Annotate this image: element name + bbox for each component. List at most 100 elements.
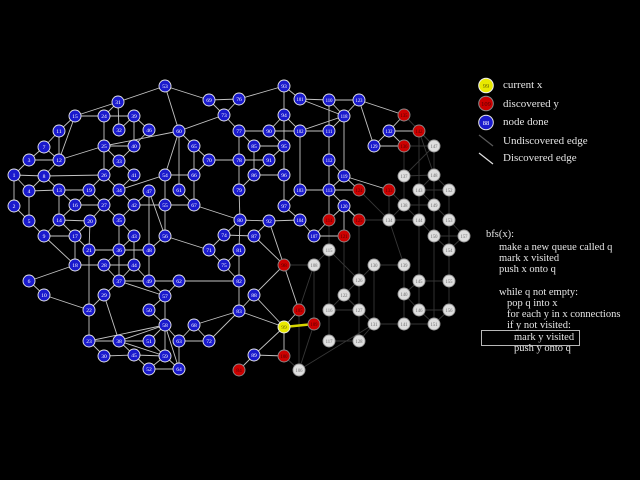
graph-node-undiscovered [442, 243, 456, 257]
svg-text:99: 99 [483, 83, 490, 90]
graph-node-done [187, 318, 201, 332]
discovered-edge-icon [478, 152, 494, 164]
graph-node-label: 138 [400, 204, 408, 209]
graph-node-done [7, 168, 21, 182]
graph-node-label: 155 [445, 280, 453, 285]
graph-node-undiscovered [382, 213, 396, 227]
graph-node-label: 55 [162, 203, 168, 209]
graph-node-label: 151 [430, 323, 438, 328]
graph-node-label: 4 [28, 189, 31, 195]
graph-node-done [22, 184, 36, 198]
graph-node-undiscovered [457, 229, 471, 243]
graph-node-undiscovered [412, 274, 426, 288]
graph-node-label: 59 [162, 354, 168, 360]
graph-node-done [37, 169, 51, 183]
graph-node-label: 63 [176, 339, 182, 345]
legend-node-icon: 88 [478, 114, 494, 130]
graph-node-label: 58 [162, 323, 168, 329]
graph-node-done [232, 183, 246, 197]
graph-node-label: 76 [236, 97, 242, 103]
graph-node-discovered [352, 183, 366, 197]
graph-node-done [127, 348, 141, 362]
graph-node-done [202, 93, 216, 107]
graph-node-done [37, 140, 51, 154]
svg-text:88: 88 [483, 120, 490, 127]
graph-edge [238, 85, 285, 100]
graph-node-label: 64 [176, 367, 182, 373]
graph-node-undiscovered [367, 317, 381, 331]
graph-node-done [277, 139, 291, 153]
graph-node-label: 130 [370, 264, 378, 269]
graph-node-label: 141 [400, 323, 408, 328]
legend-node-icon: 109 [478, 95, 494, 112]
graph-node-label: 95 [281, 144, 287, 150]
graph-node-done [52, 153, 66, 167]
graph-edge [253, 264, 285, 296]
graph-node-label: 15 [72, 114, 78, 120]
graph-node-label: 6 [28, 279, 31, 285]
graph-node-done [262, 124, 276, 138]
graph-node-done [277, 168, 291, 182]
graph-node-done [97, 258, 111, 272]
graph-node-label: 53 [162, 84, 168, 90]
graph-node-done [232, 153, 246, 167]
graph-edge [164, 85, 210, 101]
graph-edge [298, 323, 315, 371]
graph-node-label: 13 [56, 188, 62, 194]
graph-node-done [112, 183, 126, 197]
graph-node-label: 145 [415, 280, 423, 285]
graph-node-done [52, 183, 66, 197]
graph-node-done [142, 123, 156, 137]
graph-node-done [142, 303, 156, 317]
graph-edge [178, 114, 225, 132]
graph-node-done [262, 214, 276, 228]
graph-node-label: 137 [400, 175, 408, 180]
graph-edge [253, 235, 285, 266]
graph-node-label: 79 [236, 188, 242, 194]
graph-node-undiscovered [352, 303, 366, 317]
graph-node-label: 82 [236, 279, 242, 285]
graph-node-undiscovered [367, 258, 381, 272]
graph-edge [253, 294, 285, 328]
graph-node-label: 71 [206, 248, 212, 254]
graph-node-label: 102 [296, 130, 304, 135]
graph-node-label: 109 [310, 323, 318, 328]
graph-node-label: 16 [72, 203, 78, 209]
graph-node-label: 46 [146, 128, 152, 134]
graph-node-done [187, 139, 201, 153]
graph-node-discovered [232, 363, 246, 377]
graph-node-label: 60 [176, 129, 182, 135]
graph-node-label: 148 [430, 174, 438, 179]
graph-node-discovered [277, 258, 291, 272]
graph-node-label: 44 [131, 263, 137, 269]
graph-edge [388, 219, 405, 266]
graph-node-label: 139 [400, 264, 408, 269]
graph-node-undiscovered [427, 229, 441, 243]
graph-node-done [172, 334, 186, 348]
graph-node-done [277, 108, 291, 122]
graph-node-done [158, 289, 172, 303]
graph-node-label: 12 [56, 158, 62, 164]
graph-edge [358, 99, 375, 147]
graph-node-label: 114 [326, 219, 334, 224]
graph-edge [358, 189, 390, 221]
graph-node-undiscovered [352, 273, 366, 287]
graph-edge [58, 145, 105, 161]
legend-item: Discovered edge [477, 149, 577, 167]
graph-node-undiscovered [427, 139, 441, 153]
graph-edge [74, 101, 119, 117]
graph-node-label: 36 [116, 248, 122, 254]
graph-node-label: 84 [236, 368, 242, 374]
graph-node-label: 37 [116, 279, 122, 285]
graph-node-label: 32 [116, 128, 122, 134]
graph-node-label: 126 [355, 279, 363, 284]
graph-node-done [293, 92, 307, 106]
graph-node-label: 9 [43, 234, 46, 240]
graph-node-done [7, 199, 21, 213]
graph-node-label: 99 [281, 325, 287, 331]
graph-node-done [187, 168, 201, 182]
graph-node-label: 116 [326, 309, 334, 314]
graph-node-label: 96 [281, 173, 287, 179]
graph-edge [28, 264, 76, 282]
graph-node-discovered [352, 213, 366, 227]
